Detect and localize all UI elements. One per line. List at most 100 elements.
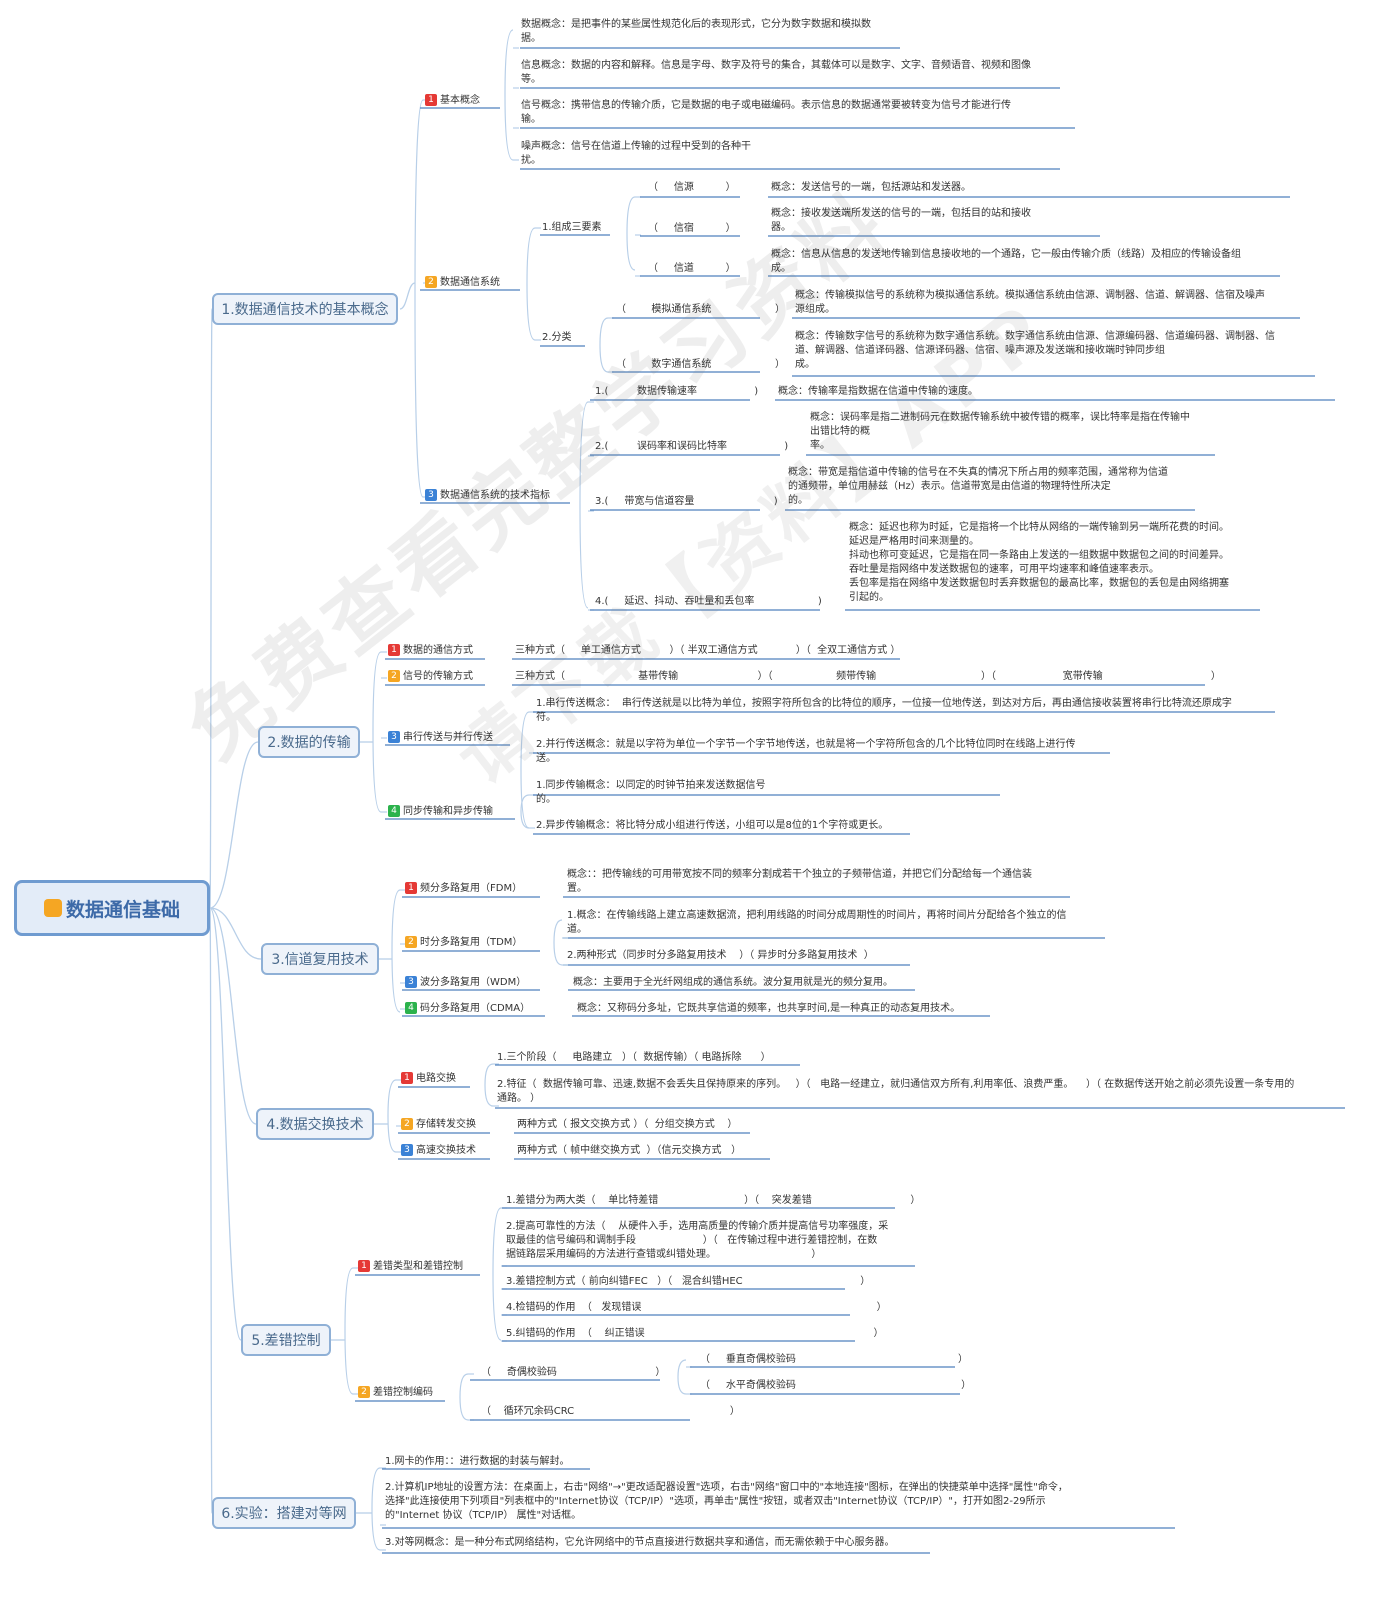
error-categories: 1.差错分为两大类（ 单比特差错 ）（ 突发差错 ） xyxy=(506,1195,921,1206)
circuit-bracket xyxy=(484,1063,494,1107)
root-link-1 xyxy=(209,308,213,909)
data-concept: 数据概念：是把事件的某些属性规范化后的表现形式，它分为数字数据和模拟数 据。 xyxy=(521,19,871,44)
metric-delay-concept: 概念：延迟也称为时延，它是指将一个比特从网络的一端传输到另一端所花费的时间。 延… xyxy=(849,522,1229,603)
metric-bandwidth-concept: 概念：带宽是指信道中传输的信号在不失真的情况下所占用的频率范围，通常称为信道 的… xyxy=(788,467,1168,506)
vertical-parity: （ 垂直奇偶校验码 ） xyxy=(700,1354,969,1365)
s6-bracket xyxy=(371,1467,381,1551)
ip-setting-method: 2.计算机IP地址的设置方法：在桌面上，右击"网络"→"更改适配器设置"选项，右… xyxy=(385,1482,1068,1521)
reliability-methods: 2.提高可靠性的方法（ 从硬件入手，选用高质量的传输介质并提高信号功率强度，采 … xyxy=(506,1221,889,1260)
wdm-concept: 概念：主要用于全光纤网组成的通信系统。波分复用就是光的频分复用。 xyxy=(573,977,893,988)
digital-system[interactable]: （ 数字通信系统 ） xyxy=(616,359,786,370)
classify-bracket xyxy=(599,317,609,373)
sink-node[interactable]: （ 信宿 ） xyxy=(648,223,736,234)
priority-1-icon: 1 xyxy=(425,94,437,106)
circuit-features: 2.特征（ 数据传输可靠、迅速,数据不会丢失且保持原来的序列。 ）（ 电路一经建… xyxy=(497,1079,1295,1104)
s2-bracket xyxy=(372,651,382,813)
root-link-5 xyxy=(209,907,242,1341)
tdm-forms: 2.两种形式（同步时分多路复用技术 ）（ 异步时分多路复用技术 ） xyxy=(567,950,874,961)
root-topic[interactable]: 数据通信基础 xyxy=(14,880,210,936)
priority-2-icon: 2 xyxy=(425,276,437,288)
metric-delay[interactable]: 4.( 延迟、抖动、吞吐量和丢包率 ) xyxy=(595,596,822,607)
nic-role: 1.网卡的作用：：进行数据的封装与解封。 xyxy=(385,1456,570,1467)
tdm-concept: 1.概念：在传输线路上建立高速数据流，把利用线路的时间分成周期性的时间片，再将时… xyxy=(567,910,1067,935)
priority-2-icon: 2 xyxy=(401,1118,413,1130)
main-topic-2[interactable]: 2.数据的传输 xyxy=(258,726,360,758)
basic-bracket xyxy=(504,29,514,161)
elements-bracket xyxy=(626,196,636,271)
parity-code[interactable]: （ 奇偶校验码 ） xyxy=(481,1367,666,1378)
detect-code-role: 4.检错码的作用 （ 发现错误 ） xyxy=(506,1302,887,1313)
priority-3-icon: 3 xyxy=(425,489,437,501)
root-link-6 xyxy=(209,907,213,1514)
folder-icon xyxy=(43,899,62,917)
fdm-concept: 概念：：把传输线的可用带宽按不同的频率分割成若干个独立的子频带信道，并把它们分配… xyxy=(567,869,1032,894)
serial-bracket xyxy=(520,711,530,829)
priority-4-icon: 4 xyxy=(388,805,400,817)
metric-bandwidth[interactable]: 3.( 带宽与信道容量 ) xyxy=(595,496,778,507)
source-concept: 概念：发送信号的一端，包括源站和发送器。 xyxy=(771,182,971,193)
channel-node[interactable]: （ 信道 ） xyxy=(648,263,736,274)
priority-1-icon: 1 xyxy=(405,882,417,894)
p2p-concept: 3.对等网概念：是一种分布式网络结构，它允许网络中的节点直接进行数据共享和通信，… xyxy=(385,1537,895,1548)
priority-4-icon: 4 xyxy=(405,1002,417,1014)
digital-concept: 概念：传输数字信号的系统称为数字通信系统。数字通信系统由信源、信源编码器、信道编… xyxy=(795,331,1275,370)
main-topic-6[interactable]: 6.实验：搭建对等网 xyxy=(212,1497,356,1529)
metrics-bracket xyxy=(579,401,589,609)
store-forward-values: 两种方式（ 报文交换方式 ）（ 分组交换方式 ） xyxy=(517,1119,738,1130)
priority-2-icon: 2 xyxy=(358,1386,370,1398)
main-topic-5[interactable]: 5.差错控制 xyxy=(241,1324,331,1356)
priority-2-icon: 2 xyxy=(405,936,417,948)
high-speed-values: 两种方式（ 帧中继交换方式 ）（信元交换方式 ） xyxy=(517,1145,742,1156)
error-types-bracket xyxy=(492,1207,502,1341)
signal-mode-values: 三种方式（ 基带传输 ）（ 频带传输 ）（ 宽带传输 ） xyxy=(515,671,1221,682)
signal-concept: 信号概念：携带信息的传输介质，它是数据的电子或电磁编码。表示信息的数据通常要被转… xyxy=(521,100,1011,125)
circuit-phases: 1.三个阶段（ 电路建立 ）（ 数据传输）（ 电路拆除 ） xyxy=(497,1052,771,1063)
root-link-4 xyxy=(209,907,257,1125)
source-node[interactable]: （ 信源 ） xyxy=(648,182,736,193)
priority-1-icon: 1 xyxy=(401,1072,413,1084)
metric-rate[interactable]: 1.( 数据传输速率 ) xyxy=(595,386,759,397)
root-title: 数据通信基础 xyxy=(65,898,180,921)
metric-error-concept: 概念：误码率是指二进制码元在数据传输系统中被传错的概率，误比特率是指在传输中 出… xyxy=(810,412,1190,451)
horizontal-parity: （ 水平奇偶校验码 ） xyxy=(700,1380,972,1391)
correct-code-role: 5.纠错码的作用 （ 纠正错误 ） xyxy=(506,1328,884,1339)
comm-mode-values: 三种方式（ 单工通信方式 ）（ 半双工通信方式 ）（ 全双工通信方式 ） xyxy=(515,645,901,656)
tdm-bracket xyxy=(553,919,563,966)
s4-bracket xyxy=(387,1079,397,1153)
analog-system[interactable]: （ 模拟通信系统 ） xyxy=(616,304,786,315)
noise-concept: 噪声概念：信号在信道上传输的过程中受到的各种干 扰。 xyxy=(521,141,751,166)
parallel-concept: 2.并行传送概念：就是以字符为单位一个字节一个字节地传送，也就是将一个字符所包含… xyxy=(536,739,1076,764)
serial-concept: 1.串行传送概念： 串行传送就是以比特为单位，按照字符所包含的比特位的顺序，一位… xyxy=(536,698,1232,723)
sync-bracket xyxy=(520,794,530,829)
analog-concept: 概念：传输模拟信号的系统称为模拟通信系统。模拟通信系统由信源、调制器、信道、解调… xyxy=(795,290,1265,315)
three-elements[interactable]: 1.组成三要素 xyxy=(542,222,602,233)
sync-concept: 1.同步传输概念：以同定的时钟节拍来发送数据信号 的。 xyxy=(536,780,766,805)
sink-concept: 概念：接收发送端所发送的信号的一端，包括目的站和接收 器。 xyxy=(771,208,1031,233)
main-topic-3[interactable]: 3.信道复用技术 xyxy=(261,943,379,975)
main-topic-4[interactable]: 4.数据交换技术 xyxy=(256,1108,374,1140)
classification[interactable]: 2.分类 xyxy=(542,332,572,343)
priority-3-icon: 3 xyxy=(405,976,417,988)
coding-bracket xyxy=(459,1373,469,1421)
priority-1-icon: 1 xyxy=(358,1260,370,1272)
main-topic-1[interactable]: 1.数据通信技术的基本概念 xyxy=(212,293,398,325)
metric-error[interactable]: 2.( 误码率和误码比特率 ) xyxy=(595,441,789,452)
s1-bracket xyxy=(414,99,424,498)
